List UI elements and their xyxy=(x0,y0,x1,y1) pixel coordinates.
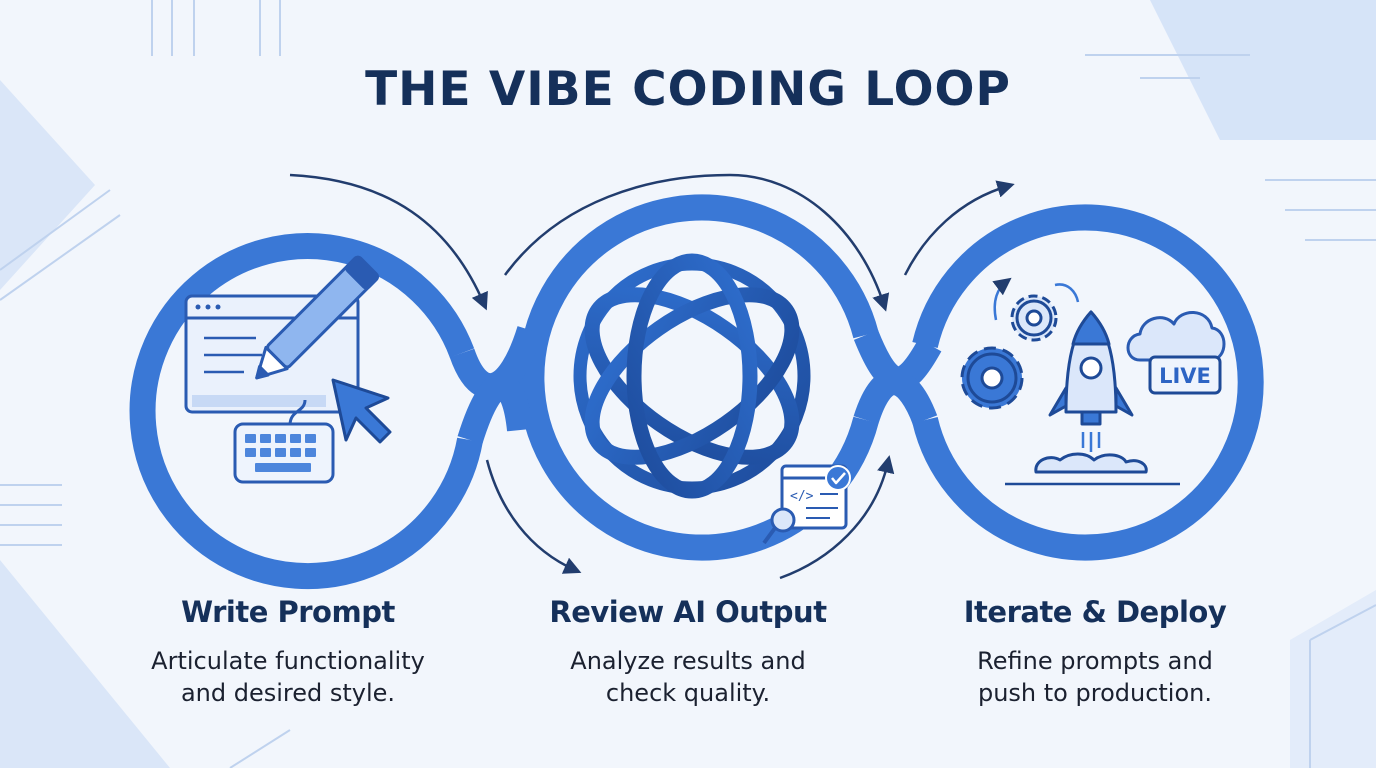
ring-review-output xyxy=(518,194,879,561)
step-description: Analyze results and check quality. xyxy=(498,645,878,709)
loop-rings xyxy=(129,194,1264,590)
cloud-icon xyxy=(1126,311,1226,362)
step-description-line: Articulate functionality xyxy=(151,647,425,675)
gear-icon-small xyxy=(1010,294,1058,342)
live-badge-label: LIVE xyxy=(1159,364,1211,388)
gear-icon-large xyxy=(960,346,1024,410)
svg-text:</>: </> xyxy=(790,489,814,504)
step-title: Review AI Output xyxy=(549,595,827,629)
step-description: Refine prompts and push to production. xyxy=(905,645,1285,709)
cursor-arrow-icon xyxy=(331,378,392,444)
pencil-icon xyxy=(255,255,379,380)
ring-connector-left-lower xyxy=(457,373,533,444)
arrow-review-bottom xyxy=(485,459,582,574)
ring-iterate-deploy xyxy=(912,204,1264,561)
rotation-arrow-icon xyxy=(992,277,1080,321)
ring-connector-right-lower xyxy=(853,369,938,425)
step-description-line: Refine prompts and xyxy=(977,647,1213,675)
step-title: Write Prompt xyxy=(181,595,395,629)
step-description-line: and desired style. xyxy=(180,679,396,707)
page-title: THE VIBE CODING LOOP xyxy=(365,62,1011,117)
ai-orbit-icon xyxy=(573,253,811,499)
code-review-icon: </> xyxy=(780,464,851,530)
rocket-icon xyxy=(1005,310,1180,486)
arrow-to-deploy-bottom xyxy=(779,455,895,580)
step-description-line: push to production. xyxy=(977,679,1212,707)
arrow-review-top xyxy=(503,173,890,312)
step-title: Iterate & Deploy xyxy=(963,595,1227,629)
magnifier-icon xyxy=(762,507,796,545)
step-description-line: check quality. xyxy=(605,679,771,707)
arrow-deploy-out xyxy=(903,180,1015,276)
keyboard-icon xyxy=(233,399,335,484)
flow-arrows xyxy=(289,173,1015,580)
step-description: Articulate functionality and desired sty… xyxy=(98,645,478,709)
arrow-prompt-to-review xyxy=(289,173,488,311)
step-description-line: Analyze results and xyxy=(570,647,806,675)
live-badge: LIVE xyxy=(1148,355,1222,395)
ring-write-prompt xyxy=(129,233,483,590)
